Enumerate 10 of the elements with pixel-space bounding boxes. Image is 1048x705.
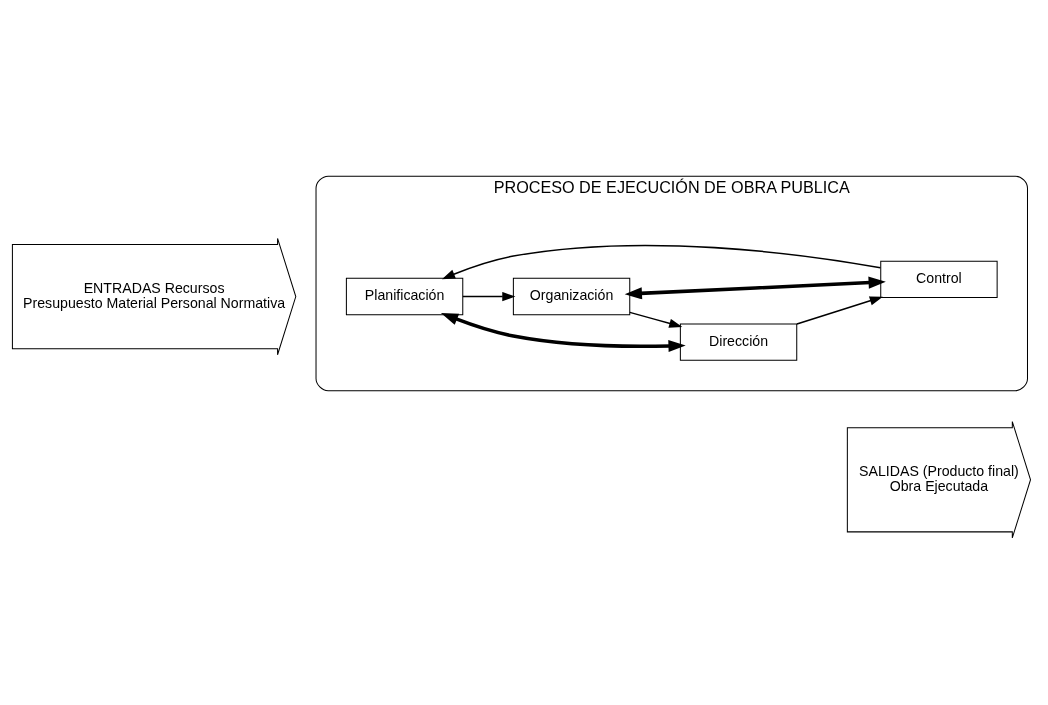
node-box: Planificación	[345, 277, 464, 315]
node-box: Control	[880, 260, 998, 298]
arrow	[629, 311, 683, 328]
arrow	[441, 244, 882, 279]
arrow	[462, 291, 516, 301]
arrow	[440, 312, 686, 352]
arrow	[624, 276, 886, 299]
arrow	[796, 295, 883, 325]
node-box: Dirección	[679, 322, 798, 361]
node-box: Organización	[512, 277, 631, 315]
